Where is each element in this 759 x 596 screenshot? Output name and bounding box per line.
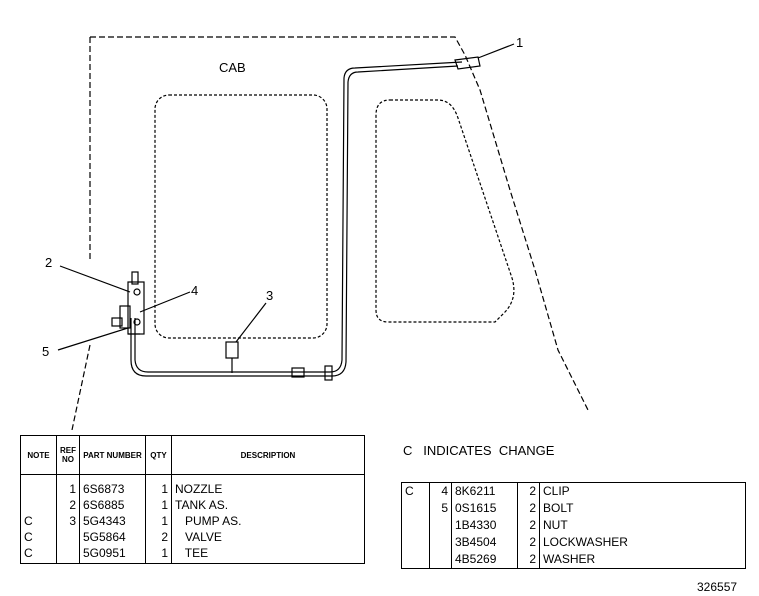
row-qty: 1 bbox=[145, 513, 172, 529]
row-note: C bbox=[20, 513, 57, 529]
row-desc: NUT bbox=[539, 517, 746, 534]
row-part: 6S6873 bbox=[79, 474, 146, 497]
header-part-number: PART NUMBER bbox=[79, 435, 146, 475]
row-desc: NOZZLE bbox=[171, 474, 365, 497]
row-part: 0S1615 bbox=[451, 500, 518, 517]
row-qty: 2 bbox=[517, 534, 540, 551]
hose-line bbox=[134, 61, 463, 373]
table-row: C 5G0951 1 TEE bbox=[20, 545, 365, 564]
row-qty: 2 bbox=[517, 517, 540, 534]
row-part: 3B4504 bbox=[451, 534, 518, 551]
row-ref: 5 bbox=[429, 500, 452, 517]
cab-diagram bbox=[57, 36, 589, 430]
row-note bbox=[401, 500, 430, 517]
callout-3: 3 bbox=[266, 288, 274, 303]
row-desc: TANK AS. bbox=[171, 497, 365, 513]
leader-1 bbox=[477, 43, 515, 59]
row-part: 4B5269 bbox=[451, 551, 518, 569]
table-row: 4B5269 2 WASHER bbox=[401, 551, 746, 569]
leader-3 bbox=[235, 302, 267, 343]
leader-5 bbox=[57, 327, 129, 351]
table-row: 2 6S6885 1 TANK AS. bbox=[20, 497, 365, 513]
header-ref-no: REF NO bbox=[56, 435, 80, 475]
nozzle bbox=[454, 56, 481, 70]
table-row: C 4 8K6211 2 CLIP bbox=[401, 482, 746, 500]
row-part: 5G4343 bbox=[79, 513, 146, 529]
row-qty: 2 bbox=[145, 529, 172, 545]
header-qty: QTY bbox=[145, 435, 172, 475]
row-note: C bbox=[20, 545, 57, 564]
callout-4: 4 bbox=[191, 283, 199, 298]
row-part: 6S6885 bbox=[79, 497, 146, 513]
pump bbox=[225, 341, 239, 359]
row-note: C bbox=[20, 529, 57, 545]
table-row: C 5G5864 2 VALVE bbox=[20, 529, 365, 545]
row-qty: 1 bbox=[145, 545, 172, 564]
row-ref bbox=[429, 517, 452, 534]
row-part: 5G5864 bbox=[79, 529, 146, 545]
table-row: 1 6S6873 1 NOZZLE bbox=[20, 474, 365, 497]
row-qty: 1 bbox=[145, 497, 172, 513]
row-desc: PUMP AS. bbox=[171, 513, 365, 529]
row-ref bbox=[429, 534, 452, 551]
drawing-number: 326557 bbox=[697, 580, 738, 594]
table-row: C 3 5G4343 1 PUMP AS. bbox=[20, 513, 365, 529]
row-note bbox=[401, 534, 430, 551]
row-note bbox=[20, 474, 57, 497]
header-note: NOTE bbox=[20, 435, 57, 475]
row-ref bbox=[56, 545, 80, 564]
change-note: C INDICATES CHANGE bbox=[403, 443, 555, 458]
leader-2 bbox=[59, 265, 131, 293]
row-note: C bbox=[401, 482, 430, 500]
parts-table-header: NOTE REF NO PART NUMBER QTY DESCRIPTION bbox=[20, 435, 365, 475]
row-part: 1B4330 bbox=[451, 517, 518, 534]
row-desc: TEE bbox=[171, 545, 365, 564]
header-description: DESCRIPTION bbox=[171, 435, 365, 475]
table-row: 5 0S1615 2 BOLT bbox=[401, 500, 746, 517]
parts-table: NOTE REF NO PART NUMBER QTY DESCRIPTION … bbox=[20, 435, 365, 564]
row-part: 5G0951 bbox=[79, 545, 146, 564]
row-note bbox=[401, 551, 430, 569]
row-ref: 2 bbox=[56, 497, 80, 513]
leader-4 bbox=[139, 291, 191, 313]
row-ref bbox=[56, 529, 80, 545]
table-row: 1B4330 2 NUT bbox=[401, 517, 746, 534]
row-desc: CLIP bbox=[539, 482, 746, 500]
cab-outline-lower bbox=[71, 344, 91, 430]
row-qty: 2 bbox=[517, 500, 540, 517]
row-qty: 2 bbox=[517, 551, 540, 569]
cab-outline bbox=[90, 36, 589, 411]
hardware-table: C 4 8K6211 2 CLIP 5 0S1615 2 BOLT 1B4330… bbox=[401, 482, 746, 569]
table-row: 3B4504 2 LOCKWASHER bbox=[401, 534, 746, 551]
row-ref: 3 bbox=[56, 513, 80, 529]
row-desc: BOLT bbox=[539, 500, 746, 517]
row-ref bbox=[429, 551, 452, 569]
callout-2: 2 bbox=[45, 255, 53, 270]
row-note bbox=[20, 497, 57, 513]
row-desc: LOCKWASHER bbox=[539, 534, 746, 551]
row-desc: VALVE bbox=[171, 529, 365, 545]
callout-5: 5 bbox=[42, 344, 50, 359]
row-qty: 1 bbox=[145, 474, 172, 497]
row-part: 8K6211 bbox=[451, 482, 518, 500]
row-note bbox=[401, 517, 430, 534]
hose-line-2 bbox=[130, 65, 459, 377]
row-ref: 4 bbox=[429, 482, 452, 500]
cab-label: CAB bbox=[219, 60, 246, 75]
side-window bbox=[375, 99, 515, 323]
main-window bbox=[154, 94, 328, 339]
row-desc: WASHER bbox=[539, 551, 746, 569]
row-ref: 1 bbox=[56, 474, 80, 497]
row-qty: 2 bbox=[517, 482, 540, 500]
callout-1: 1 bbox=[516, 35, 524, 50]
